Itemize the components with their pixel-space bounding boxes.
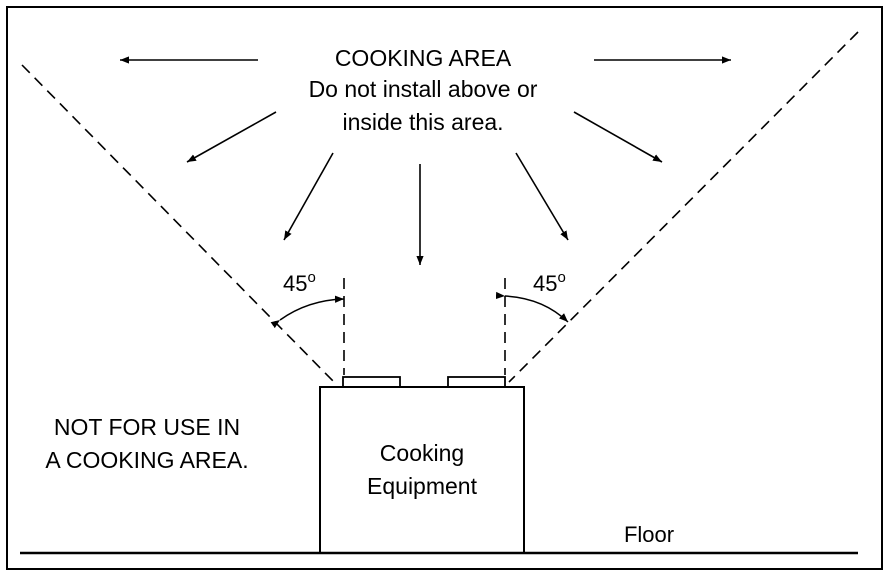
floor-label: Floor <box>624 522 674 547</box>
cooking-area-warning-line2: inside this area. <box>342 109 503 135</box>
diagram-frame <box>6 6 883 570</box>
right-angle-arc <box>495 291 569 323</box>
cooking-area-title: COOKING AREA <box>335 45 512 71</box>
cooking-area-warning-line1: Do not install above or <box>309 76 538 102</box>
equipment-burner-left <box>342 376 401 388</box>
arrow-down-inner-right <box>515 152 569 241</box>
left-angle-value: 45 <box>283 271 307 296</box>
arrow-down-left <box>186 111 277 163</box>
arrow-down-right <box>573 111 663 163</box>
left-angle-degree: o <box>307 269 315 286</box>
cooking-equipment-box <box>319 386 525 554</box>
right-angle-value: 45 <box>533 271 557 296</box>
left-angle-label: 45o <box>283 269 316 296</box>
equipment-burner-right <box>447 376 506 388</box>
not-for-use-line1: NOT FOR USE IN <box>54 414 240 440</box>
arrow-down-inner-left <box>283 152 334 241</box>
right-angle-label: 45o <box>533 269 566 296</box>
left-angle-arc <box>270 295 345 329</box>
equipment-label-line1: Cooking <box>380 440 464 466</box>
left-boundary-line <box>21 64 335 383</box>
equipment-label-line2: Equipment <box>367 473 478 499</box>
not-for-use-line2: A COOKING AREA. <box>45 447 248 473</box>
right-angle-degree: o <box>557 269 565 286</box>
right-boundary-line <box>508 31 859 383</box>
